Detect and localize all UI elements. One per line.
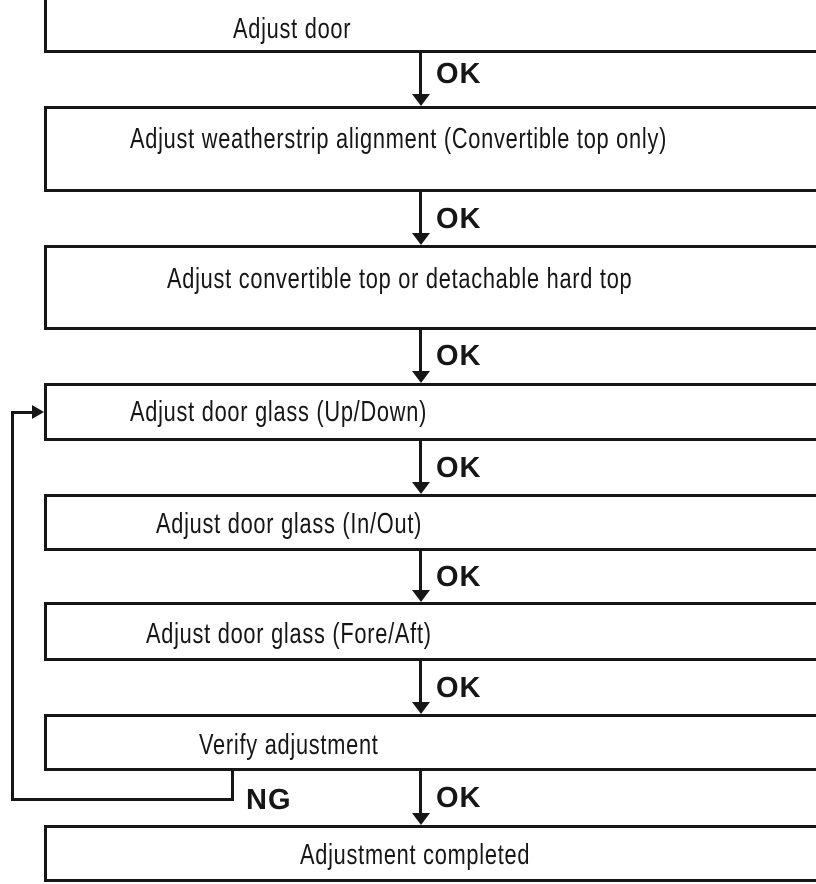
ng-loop-line-top [11,411,33,414]
flow-step-label: Verify adjustment [199,729,379,761]
ng-label: NG [246,784,292,816]
connector-line [419,441,422,482]
ok-label: OK [436,782,482,814]
ok-label: OK [436,672,482,704]
flow-step-adjust-convertible-top: Adjust convertible top or detachable har… [44,245,816,330]
flow-step-label: Adjust weatherstrip alignment (Convertib… [130,123,668,155]
connector-line [419,771,422,813]
arrow-down-icon [412,482,430,494]
flow-step-label: Adjustment completed [300,839,531,871]
flow-step-verify-adjustment: Verify adjustment [44,714,816,771]
ng-loop-line-down [231,769,234,801]
flow-step-adjust-door: Adjust door [44,0,816,53]
flow-step-label: Adjust door glass (Up/Down) [130,396,428,428]
flow-step-adjustment-completed: Adjustment completed [44,825,816,882]
ok-label: OK [436,203,482,235]
flow-step-adjust-door-glass-in-out: Adjust door glass (In/Out) [44,494,816,551]
ok-label: OK [436,340,482,372]
ok-label: OK [436,58,482,90]
flow-step-label: Adjust door glass (In/Out) [156,508,423,540]
arrow-down-icon [412,590,430,602]
connector-line [419,551,422,590]
flow-step-adjust-door-glass-fore-aft: Adjust door glass (Fore/Aft) [44,602,816,661]
flow-step-label: Adjust door [233,13,352,45]
connector-line [419,192,422,233]
arrow-down-icon [412,94,430,106]
ng-loop-line-up [11,411,14,801]
ok-label: OK [436,561,482,593]
ng-loop-line-bottom [11,798,234,801]
arrow-down-icon [412,702,430,714]
ok-label: OK [436,452,482,484]
arrow-down-icon [412,233,430,245]
arrow-right-icon [32,405,44,419]
arrow-down-icon [412,813,430,825]
flow-step-label: Adjust door glass (Fore/Aft) [146,618,432,650]
flow-step-label: Adjust convertible top or detachable har… [167,263,633,295]
flow-step-adjust-door-glass-up-down: Adjust door glass (Up/Down) [44,383,816,441]
connector-line [419,330,422,371]
arrow-down-icon [412,371,430,383]
connector-line [419,661,422,702]
connector-line [419,53,422,94]
flow-step-adjust-weatherstrip: Adjust weatherstrip alignment (Convertib… [44,106,816,192]
